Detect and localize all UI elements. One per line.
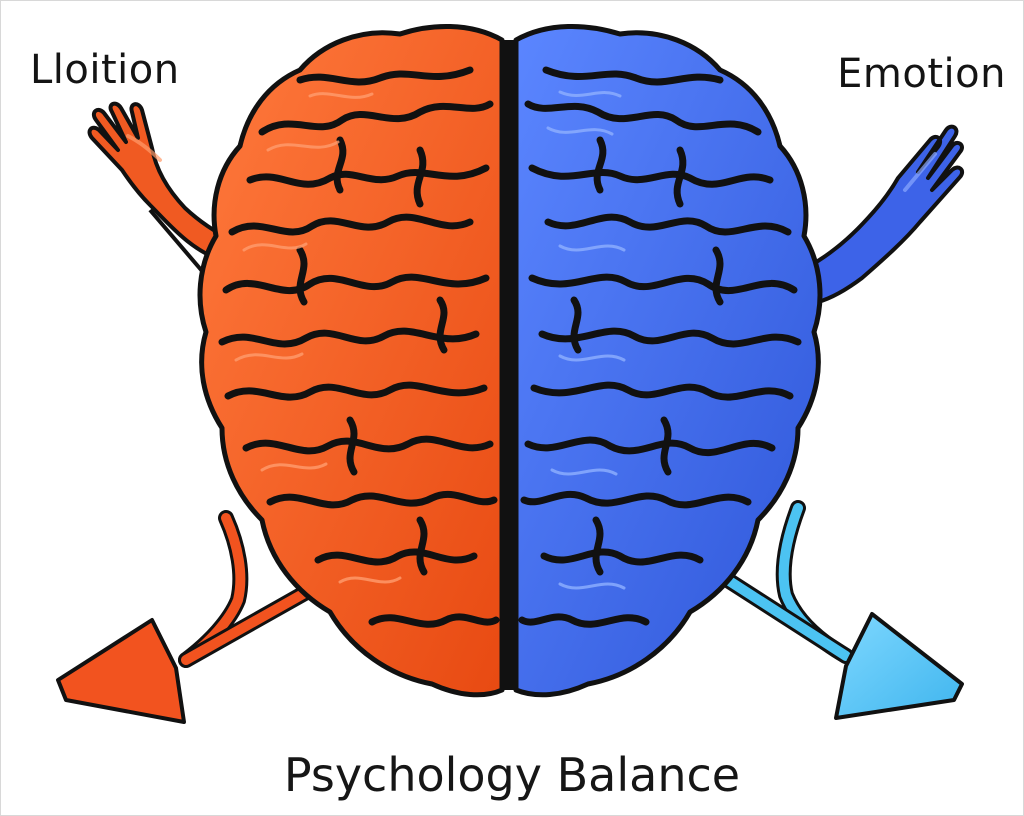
left-label: Lloition (30, 47, 180, 93)
diagram-title: Psychology Balance (283, 748, 741, 802)
right-hemisphere (513, 23, 823, 698)
left-hemisphere (197, 23, 505, 698)
left-arrow (56, 510, 318, 724)
right-arrow (712, 500, 964, 720)
right-arm-hand (804, 124, 965, 304)
central-fissure (502, 40, 516, 690)
right-label: Emotion (837, 51, 1006, 97)
